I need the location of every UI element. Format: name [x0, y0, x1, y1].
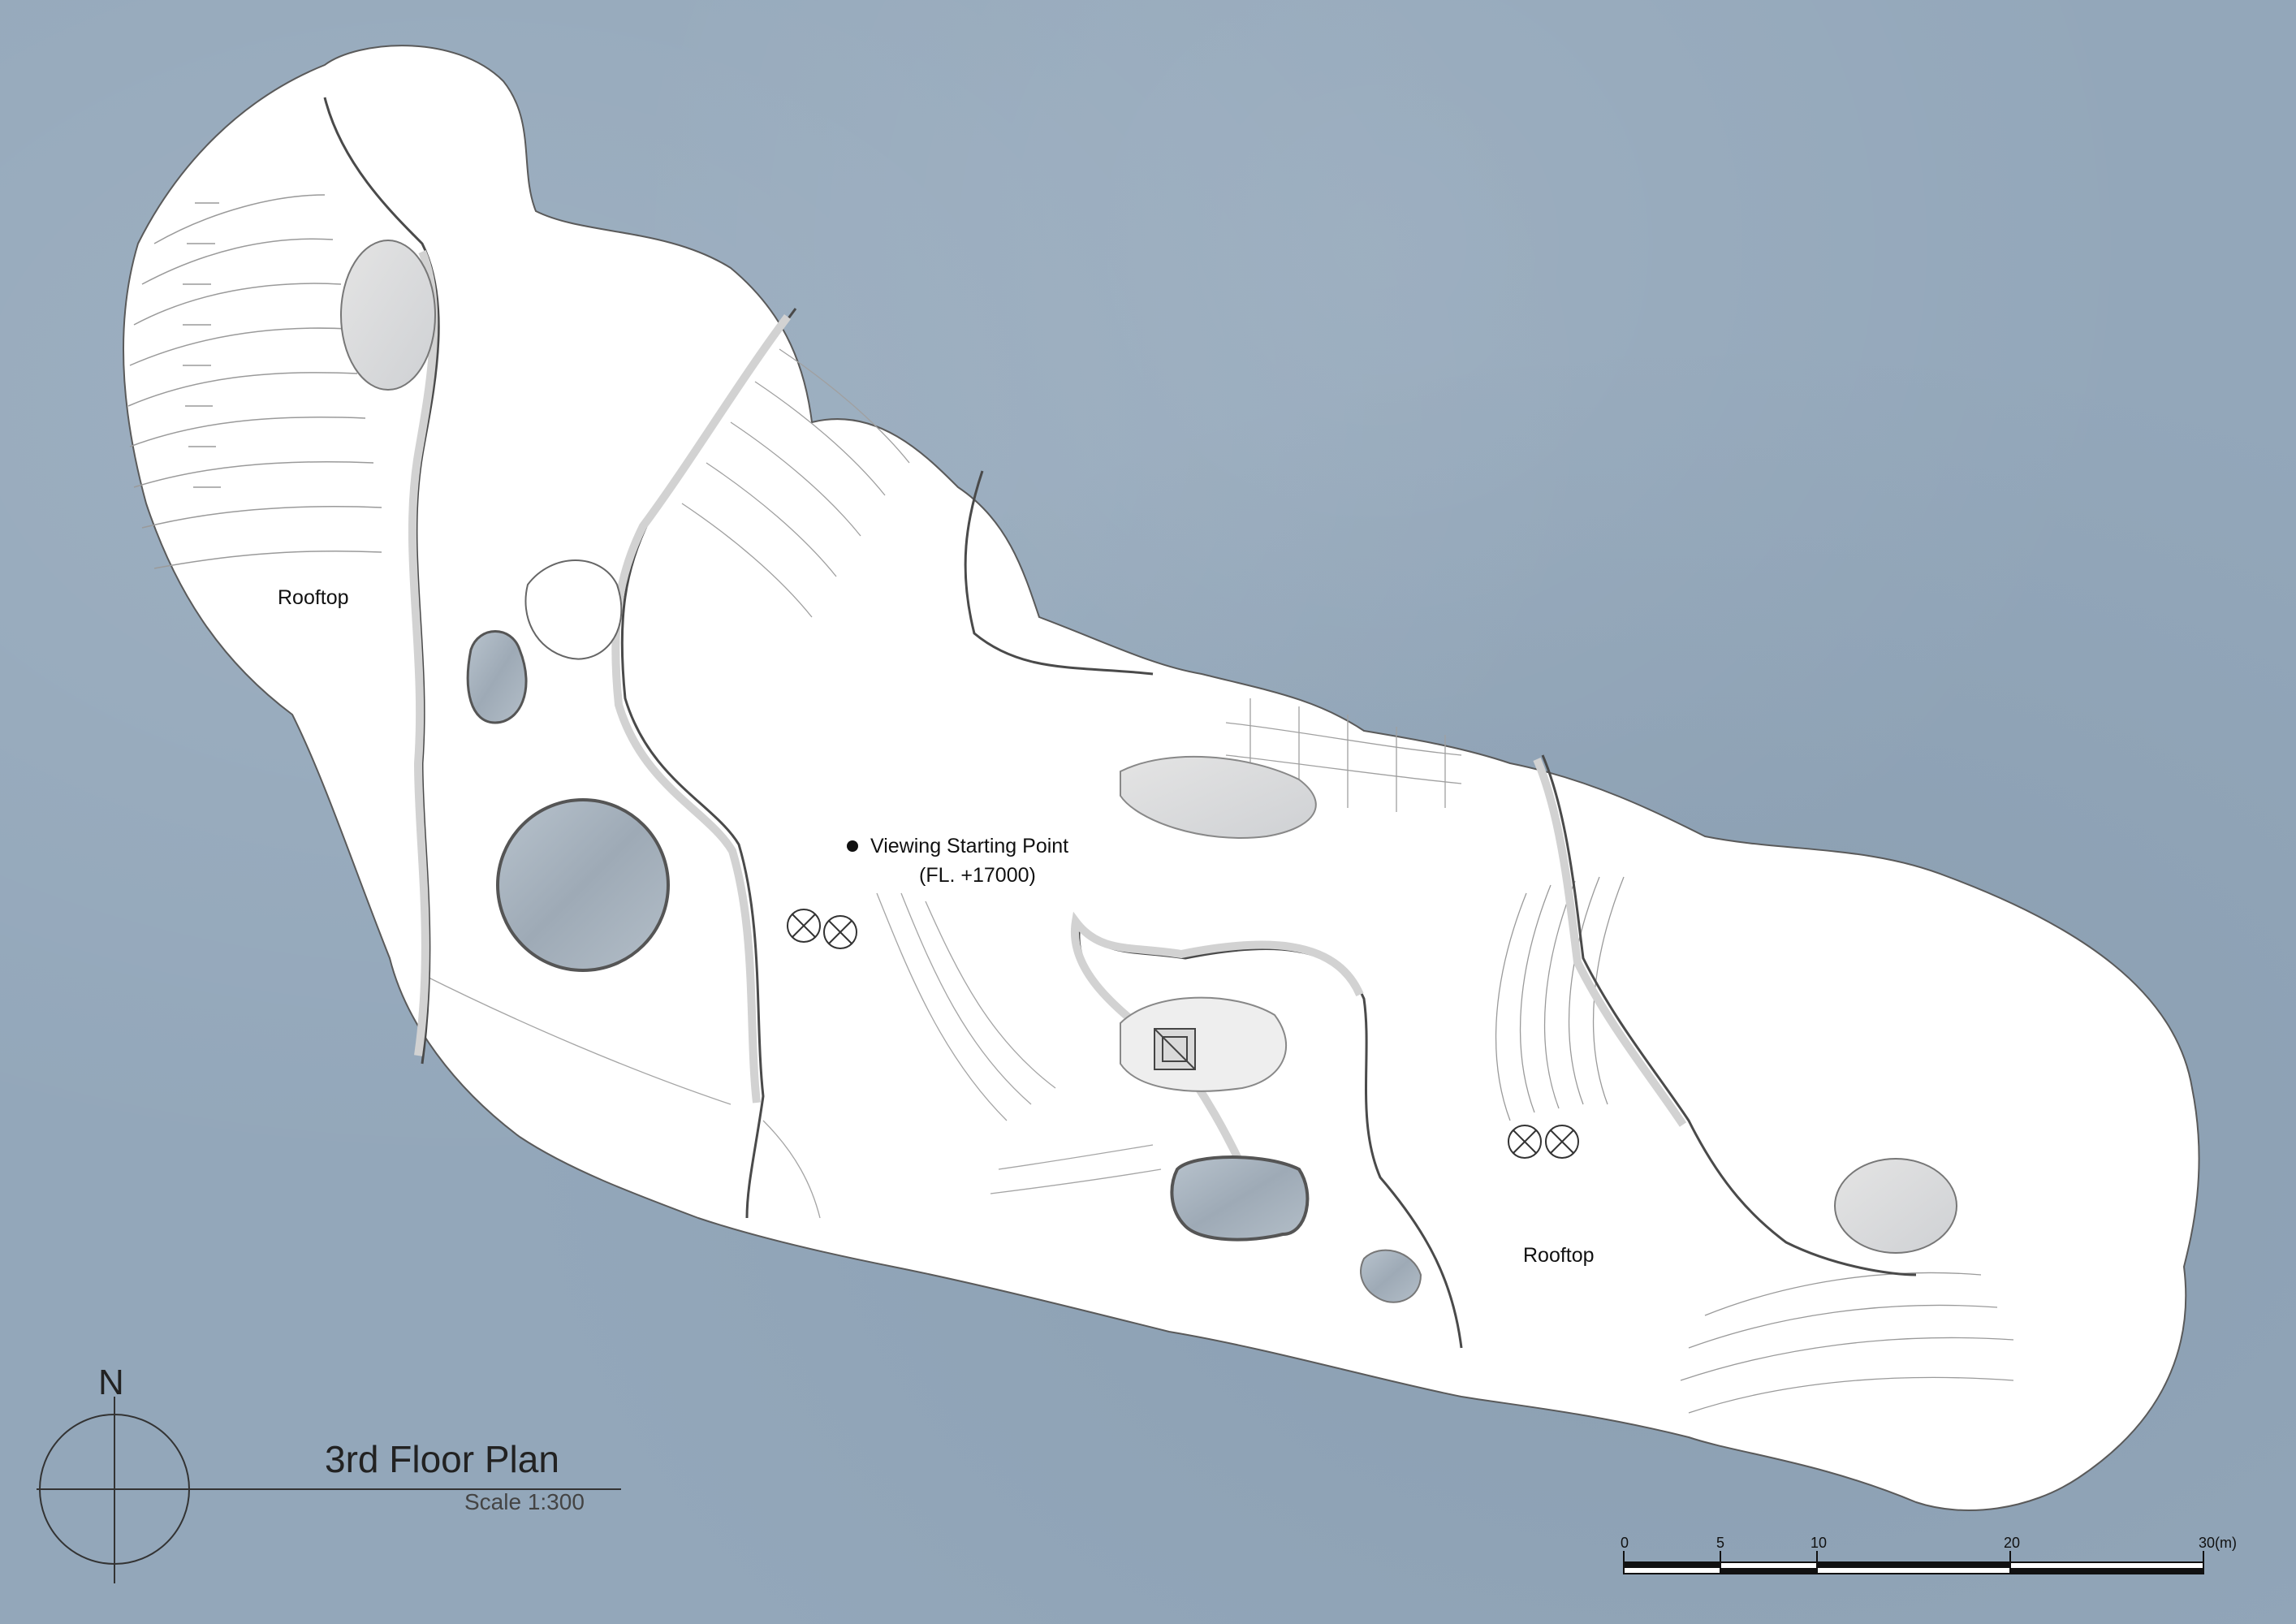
glass-roof-south — [1170, 1155, 1310, 1242]
north-label: N — [98, 1363, 124, 1402]
viewing-point-label: Viewing Starting Point — [870, 835, 1069, 857]
scale-bar — [1623, 1551, 2204, 1574]
elevator-icon-east — [1508, 1125, 1579, 1159]
glass-roof-small-west — [466, 630, 528, 724]
skylight-south-court — [1120, 755, 1317, 839]
glass-roof-southeast — [1360, 1249, 1422, 1303]
east-seating-tiers — [1495, 876, 2014, 1414]
compass-rose-icon — [37, 1397, 621, 1583]
viewing-point-marker-icon — [847, 840, 858, 852]
west-seating-tiers — [127, 194, 382, 569]
skylight-northwest — [340, 240, 436, 391]
scale-tick-30: 30(m) — [2199, 1535, 2238, 1551]
plan-title: 3rd Floor Plan — [325, 1438, 559, 1480]
stair-core-icon — [1154, 1028, 1196, 1070]
viewing-point-level: (FL. +17000) — [919, 864, 1036, 887]
scale-tick-5: 5 — [1716, 1535, 1725, 1551]
scale-tick-20: 20 — [2004, 1535, 2021, 1551]
glass-roof-large-west — [496, 798, 670, 972]
north-terrace-steps — [681, 348, 1462, 812]
skylight-east — [1834, 1158, 1957, 1254]
scale-tick-0: 0 — [1621, 1535, 1629, 1551]
south-terrace-steps — [421, 892, 1162, 1219]
plan-scale: Scale 1:300 — [464, 1489, 585, 1514]
rooftop-label-east: Rooftop — [1523, 1244, 1595, 1267]
atrium-void-west — [524, 559, 623, 660]
scale-tick-10: 10 — [1810, 1535, 1828, 1551]
elevator-icon — [787, 909, 857, 949]
inner-court-central — [1120, 996, 1288, 1092]
rooftop-label-west: Rooftop — [278, 586, 349, 609]
